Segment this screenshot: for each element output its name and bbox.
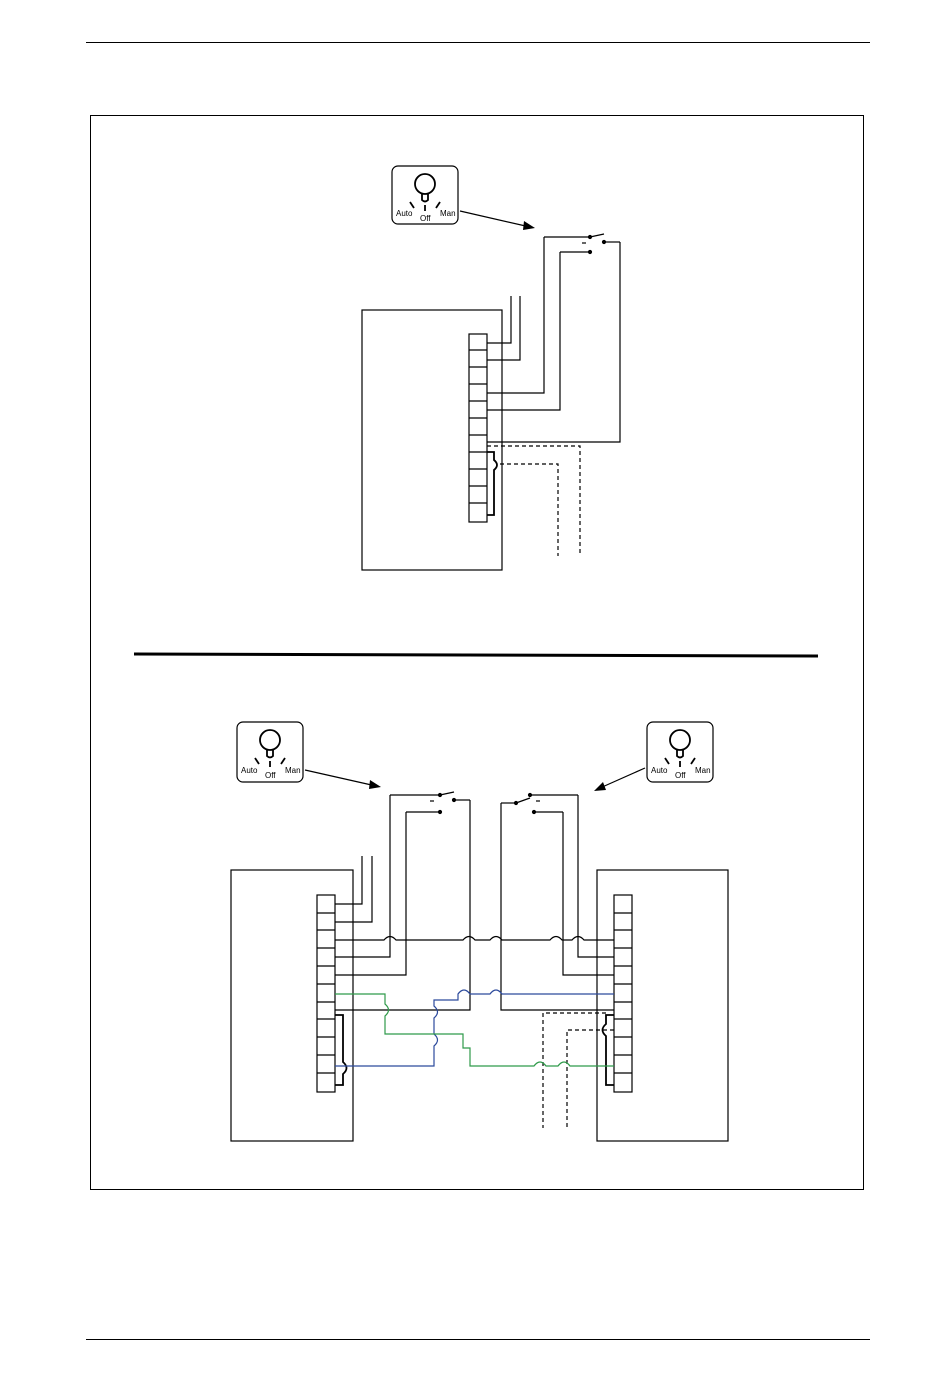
wire: [335, 937, 614, 941]
dashed-wire: [500, 464, 558, 556]
off-label: Off: [675, 771, 686, 780]
terminal-strip: [469, 334, 487, 522]
switch-contacts: [390, 792, 470, 814]
switch-contacts: [501, 794, 578, 814]
pointer-arrow: [460, 211, 530, 227]
blue-wire: [335, 990, 614, 1066]
man-label: Man: [285, 766, 301, 775]
off-label: Off: [420, 214, 431, 223]
wire: [335, 800, 470, 1010]
colored-wires: [335, 990, 614, 1066]
footer-rule: [86, 1339, 870, 1340]
terminal-strip-left: [317, 895, 335, 1092]
off-label: Off: [265, 771, 276, 780]
arrow-head: [369, 780, 381, 789]
man-label: Man: [440, 209, 456, 218]
auto-label: Auto: [241, 766, 258, 775]
selector-switch-icon: Auto Off Man: [392, 166, 458, 224]
terminal-strip-right: [614, 895, 632, 1092]
bottom-diagram: Auto Off Man Auto Off Man: [231, 722, 728, 1141]
top-diagram: Auto Off Man: [362, 166, 620, 570]
switch-contacts: [544, 234, 620, 254]
arrow-head: [594, 782, 606, 791]
selector-switch-icon: Auto Off Man: [237, 722, 303, 782]
auto-label: Auto: [651, 766, 668, 775]
arrow-head: [523, 221, 535, 230]
pointer-arrow: [305, 770, 376, 786]
section-divider: [134, 654, 818, 656]
green-wire: [335, 994, 614, 1066]
selector-switch-icon: Auto Off Man: [647, 722, 713, 782]
pointer-arrow: [600, 768, 645, 788]
wire: [487, 242, 620, 442]
auto-label: Auto: [396, 209, 413, 218]
man-label: Man: [695, 766, 711, 775]
